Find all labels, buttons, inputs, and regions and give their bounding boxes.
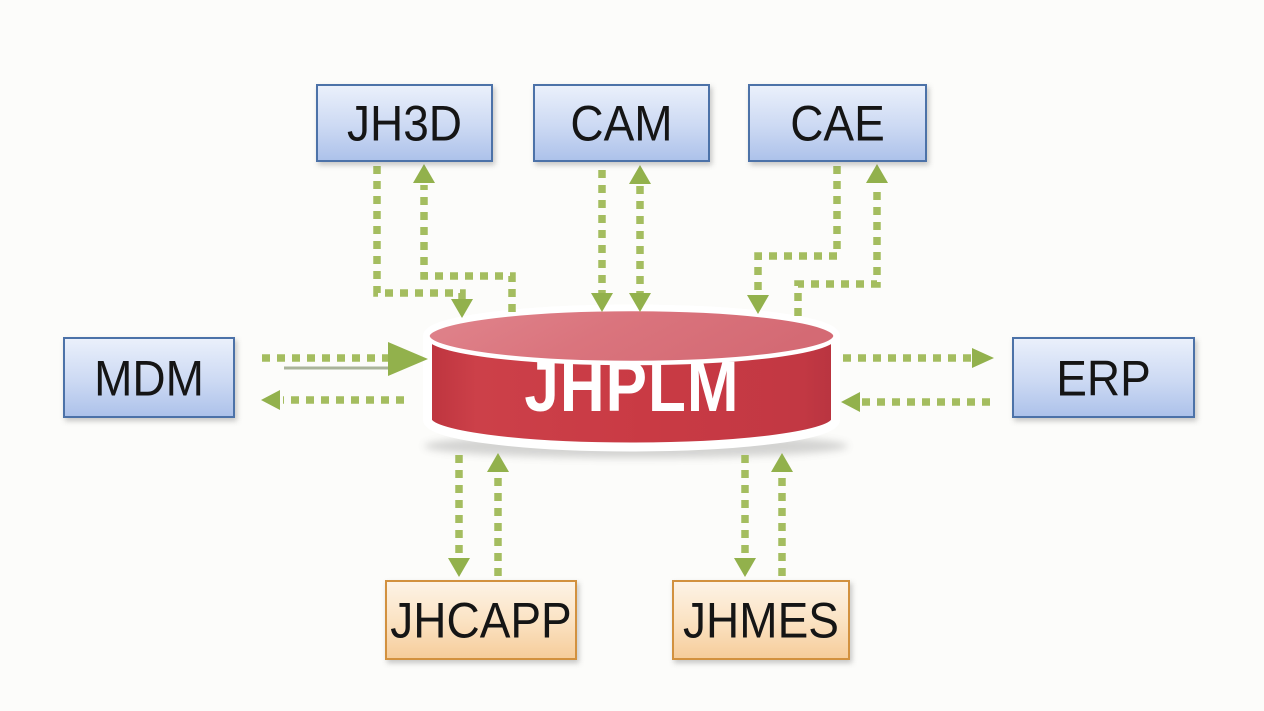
edge-jhmes-to-jhplm <box>771 453 793 576</box>
arrowhead-down-icon <box>591 293 613 312</box>
edge-jhplm-to-erp <box>843 348 994 368</box>
edge-jhplm-to-jhmes <box>734 455 756 577</box>
node-mdm-label: MDM <box>94 349 204 406</box>
edge-jhplm-to-mdm <box>261 390 404 410</box>
edge-jhplm-to-jh3d <box>413 164 516 312</box>
node-mdm: MDM <box>63 337 235 418</box>
arrowhead-up-icon <box>487 453 509 472</box>
edge-dashed-line <box>373 166 466 299</box>
arrowhead-up-icon <box>413 164 435 183</box>
node-jhmes: JHMES <box>672 580 850 660</box>
edge-jhplm-cam-bidirectional <box>629 165 651 312</box>
edge-mdm-to-jhplm <box>262 342 428 376</box>
arrowhead-down-icon <box>747 295 769 314</box>
edge-cam-to-jhplm <box>591 170 613 312</box>
edge-cae-to-jhplm <box>747 166 841 314</box>
node-cam-label: CAM <box>570 94 673 152</box>
node-jh3d-label: JH3D <box>346 94 463 152</box>
node-jhcapp-label: JHCAPP <box>390 591 572 649</box>
edge-jhplm-to-cae <box>794 164 888 316</box>
node-erp: ERP <box>1012 337 1195 418</box>
node-cae: CAE <box>748 84 927 162</box>
edge-jhplm-to-jhcapp <box>448 455 470 577</box>
arrowhead-down-icon <box>629 293 651 312</box>
node-jh3d: JH3D <box>316 84 493 162</box>
arrowhead-down-icon <box>734 558 756 577</box>
node-jhmes-label: JHMES <box>683 591 839 649</box>
node-cae-label: CAE <box>790 94 885 152</box>
arrowhead-right-icon <box>972 348 994 368</box>
edge-erp-to-jhplm <box>841 392 990 412</box>
edge-dashed-line <box>420 185 516 312</box>
arrowhead-right-icon <box>388 342 428 376</box>
node-erp-label: ERP <box>1056 349 1151 406</box>
edge-dashed-line <box>754 166 841 295</box>
edge-jh3d-to-jhplm <box>373 166 473 318</box>
arrowhead-down-icon <box>451 299 473 318</box>
edge-dashed-line <box>794 185 881 316</box>
arrowhead-up-icon <box>771 453 793 472</box>
arrowhead-left-icon <box>841 392 860 412</box>
edge-jhcapp-to-jhplm <box>487 453 509 576</box>
arrowhead-up-icon <box>629 165 651 184</box>
hub-top-ellipse <box>425 306 838 366</box>
arrowhead-down-icon <box>448 558 470 577</box>
arrowhead-up-icon <box>866 164 888 183</box>
node-jhcapp: JHCAPP <box>385 580 577 660</box>
node-cam: CAM <box>533 84 710 162</box>
arrowhead-left-icon <box>261 390 280 410</box>
